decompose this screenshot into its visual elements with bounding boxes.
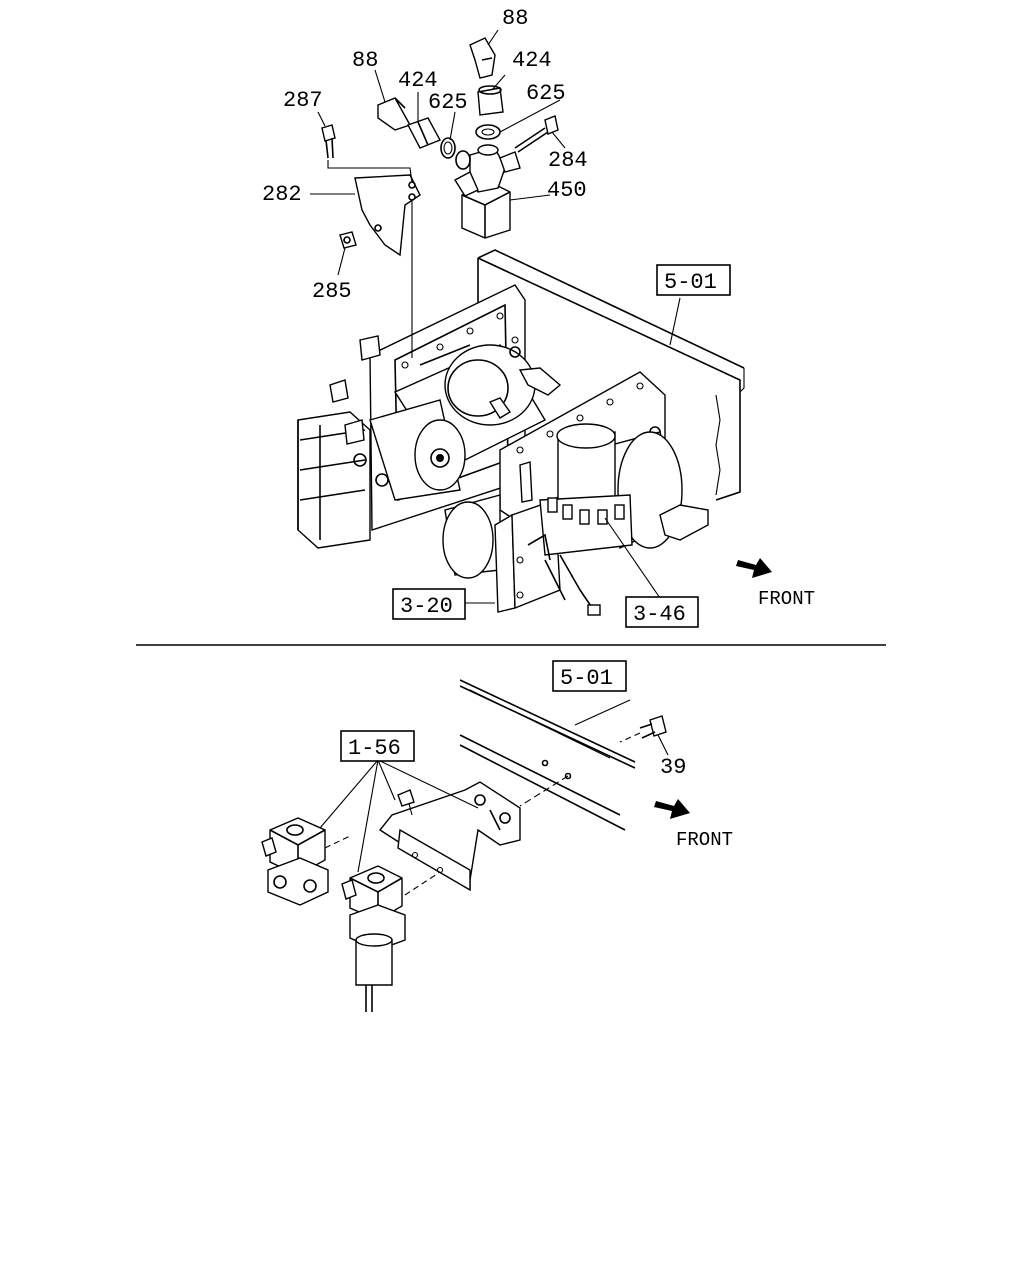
bolt-284 <box>514 115 559 153</box>
ref-3-20: 3-20 <box>400 594 453 619</box>
cylinder-left <box>369 399 466 501</box>
valve-450 <box>454 144 521 239</box>
ref-5-01-top: 5-01 <box>664 270 717 295</box>
label-39: 39 <box>660 755 686 780</box>
ref-5-01-bottom: 5-01 <box>560 666 613 691</box>
front-arrow-bottom: FRONT <box>654 799 733 851</box>
leaders-1-56 <box>319 699 631 873</box>
label-625-left: 625 <box>428 90 468 115</box>
solenoid-valve-2 <box>341 865 441 1012</box>
nut-424-left <box>407 117 441 149</box>
left-block <box>297 411 389 549</box>
bolt-39: 39 <box>619 715 686 780</box>
label-424-right: 424 <box>512 48 552 73</box>
leaders-top <box>310 29 681 604</box>
label-88-left: 88 <box>352 48 378 73</box>
ref-box-3-46: 3-46 <box>625 596 699 628</box>
lower-tank <box>442 494 501 579</box>
solenoid-valve-1 <box>261 817 353 906</box>
labels-top: 88 88 424 424 625 625 287 284 282 450 28… <box>262 6 588 304</box>
nut-285 <box>339 231 357 249</box>
label-625-right: 625 <box>526 81 566 106</box>
front-arrow-icon <box>736 558 772 578</box>
top-assembly: 88 88 424 424 625 625 287 284 282 450 28… <box>262 6 815 628</box>
bracket-282 <box>354 174 421 257</box>
bolt-287 <box>321 124 413 183</box>
valve-bracket <box>378 781 521 892</box>
fitting-88-top <box>469 37 496 79</box>
ref-box-1-56: 1-56 <box>340 730 415 762</box>
tank-fittings <box>329 335 709 541</box>
oring-625-left <box>440 137 471 170</box>
ref-box-5-01-top: 5-01 <box>656 264 731 296</box>
bottom-assembly: 39 <box>261 660 733 1012</box>
frame-rail-top <box>477 249 745 501</box>
label-424-left: 424 <box>398 68 438 93</box>
label-282: 282 <box>262 182 302 207</box>
frame-rail-bottom <box>459 679 636 831</box>
washer-625-right <box>475 124 501 140</box>
front-label-bottom: FRONT <box>676 829 733 851</box>
ref-3-46: 3-46 <box>633 602 686 627</box>
front-arrow-top: FRONT <box>736 558 815 610</box>
air-dryer <box>527 423 633 616</box>
ref-box-3-20: 3-20 <box>392 588 466 620</box>
label-287: 287 <box>283 88 323 113</box>
label-88-top: 88 <box>502 6 528 31</box>
fitting-88-left <box>377 97 412 131</box>
front-arrow-icon <box>654 799 690 819</box>
front-label-top: FRONT <box>758 588 815 610</box>
label-285: 285 <box>312 279 352 304</box>
nut-424-right <box>477 85 504 116</box>
ref-1-56: 1-56 <box>348 736 401 761</box>
label-284: 284 <box>548 148 588 173</box>
ref-box-5-01-bottom: 5-01 <box>552 660 627 692</box>
label-450: 450 <box>547 178 587 203</box>
